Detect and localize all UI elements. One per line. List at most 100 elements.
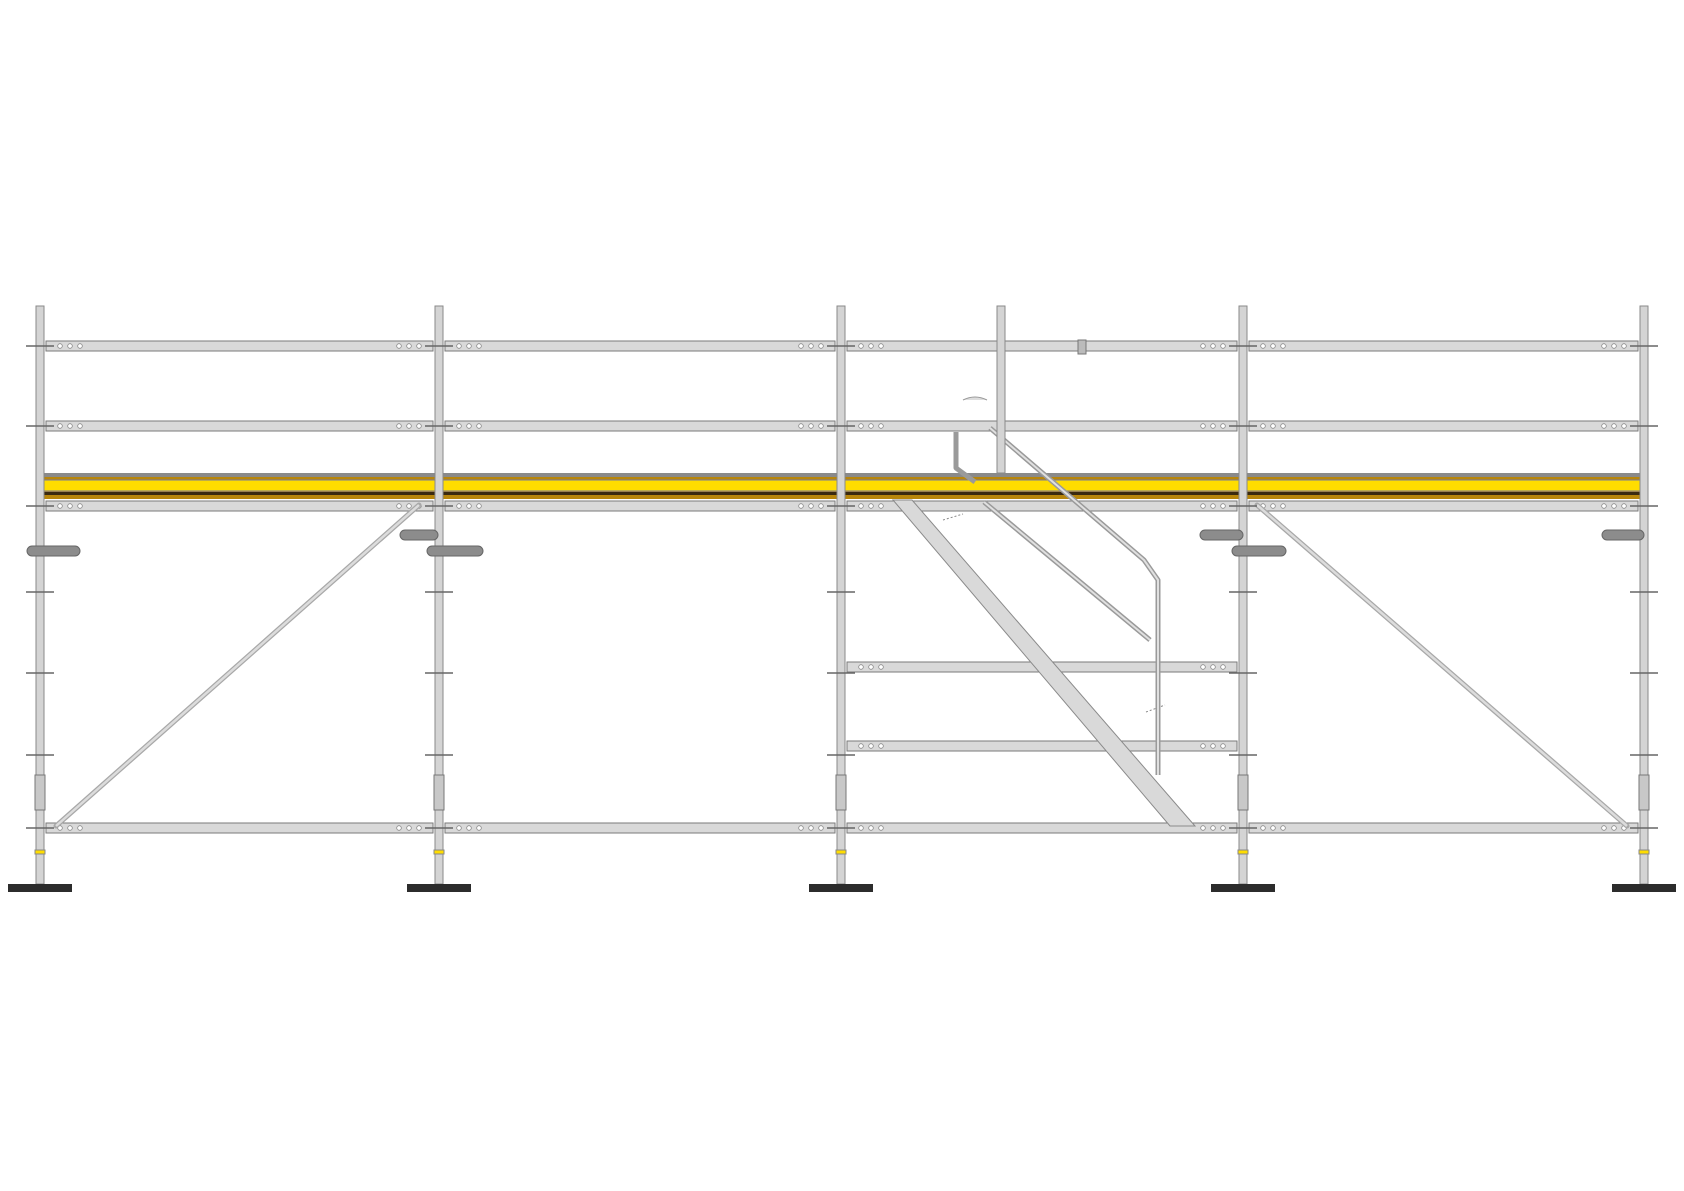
mid-guardrail (45, 420, 434, 432)
rail-hole (1200, 664, 1206, 670)
rail-hole (1220, 743, 1226, 749)
rail-hole (1200, 825, 1206, 831)
rail-hole (396, 423, 402, 429)
rail-hole (878, 664, 884, 670)
rail-hole (1270, 825, 1276, 831)
rail-hole (77, 825, 83, 831)
rail-hole (808, 503, 814, 509)
rail-hole (798, 503, 804, 509)
rail-hole (57, 343, 63, 349)
base-plate (407, 884, 471, 892)
standard-spigot (433, 774, 445, 811)
rail-hole (858, 343, 864, 349)
rail-hole (1611, 503, 1617, 509)
top-guardrail (444, 340, 836, 352)
mid-guardrail (444, 420, 836, 432)
rail-hole (858, 825, 864, 831)
rail-hole (1270, 503, 1276, 509)
top-guardrail (45, 340, 434, 352)
base-plate (1211, 884, 1275, 892)
bracket-tube (1601, 529, 1645, 541)
rail-hole (1621, 503, 1627, 509)
coupler (1077, 339, 1087, 355)
rail-hole (868, 343, 874, 349)
rail-hole (868, 825, 874, 831)
rail-hole (1210, 343, 1216, 349)
rail-hole (476, 825, 482, 831)
rail-hole (77, 423, 83, 429)
rail-hole (416, 423, 422, 429)
bracket-tube (26, 545, 81, 557)
base-plate (8, 884, 72, 892)
rail-hole (466, 343, 472, 349)
rail-hole (1611, 423, 1617, 429)
rail-hole (858, 423, 864, 429)
stair-unit (891, 396, 1197, 827)
rail-hole (456, 825, 462, 831)
rail-hole (396, 503, 402, 509)
rail-hole (1210, 664, 1216, 670)
rail-hole (1220, 664, 1226, 670)
rail-hole (858, 743, 864, 749)
rail-hole (1260, 423, 1266, 429)
rail-hole (808, 343, 814, 349)
rail-hole (1220, 343, 1226, 349)
rail-hole (878, 825, 884, 831)
rail-hole (878, 743, 884, 749)
rail-hole (798, 343, 804, 349)
deck-plank (842, 479, 1242, 492)
rail-hole (466, 423, 472, 429)
rail-hole (1270, 423, 1276, 429)
rail-hole (1611, 343, 1617, 349)
base-plate (809, 884, 873, 892)
standards (8, 305, 1676, 892)
rail-hole (67, 343, 73, 349)
rail-hole (396, 343, 402, 349)
rail-hole (1200, 743, 1206, 749)
base-jack-nut (1237, 849, 1249, 855)
rail-hole (406, 423, 412, 429)
base-jack-nut (1638, 849, 1650, 855)
brackets (26, 529, 1645, 557)
stair-stringer-joint-upper (942, 513, 964, 521)
rail-hole (416, 343, 422, 349)
rail-hole (1280, 423, 1286, 429)
rail-hole (1621, 423, 1627, 429)
rail-hole (1611, 825, 1617, 831)
rail-hole (456, 423, 462, 429)
rail-hole (67, 825, 73, 831)
diagonal-brace-bay-4-highlight (1256, 504, 1628, 827)
rail-hole (1280, 825, 1286, 831)
base-jack-nut (34, 849, 46, 855)
rail-hole (396, 825, 402, 831)
rail-hole (1270, 343, 1276, 349)
rail-hole (57, 423, 63, 429)
rail-hole (416, 825, 422, 831)
deck-ledger (45, 500, 434, 512)
rail-hole (456, 343, 462, 349)
bracket-tube (399, 529, 439, 541)
rail-hole (466, 503, 472, 509)
rail-hole (77, 343, 83, 349)
rail-hole (1280, 503, 1286, 509)
rail-hole (456, 503, 462, 509)
deck-ledger (444, 500, 836, 512)
base-jack-nut (835, 849, 847, 855)
diagonal-braces (53, 502, 1630, 829)
rail-hole (858, 664, 864, 670)
top-guardrail (1248, 340, 1639, 352)
deck-ledger (1248, 500, 1639, 512)
rail-hole (1280, 343, 1286, 349)
rail-hole (1210, 503, 1216, 509)
bracket-tube (1231, 545, 1287, 557)
rail-hole (1210, 825, 1216, 831)
rail-hole (67, 503, 73, 509)
rail-hole (818, 825, 824, 831)
rail-hole (406, 825, 412, 831)
base-ledger (444, 822, 836, 834)
rail-hole (1260, 343, 1266, 349)
mid-guardrail (1248, 420, 1639, 432)
rail-hole (476, 503, 482, 509)
stair-handrail-inner-lower-highlight (983, 501, 1151, 641)
top-guardrail (846, 340, 1238, 352)
